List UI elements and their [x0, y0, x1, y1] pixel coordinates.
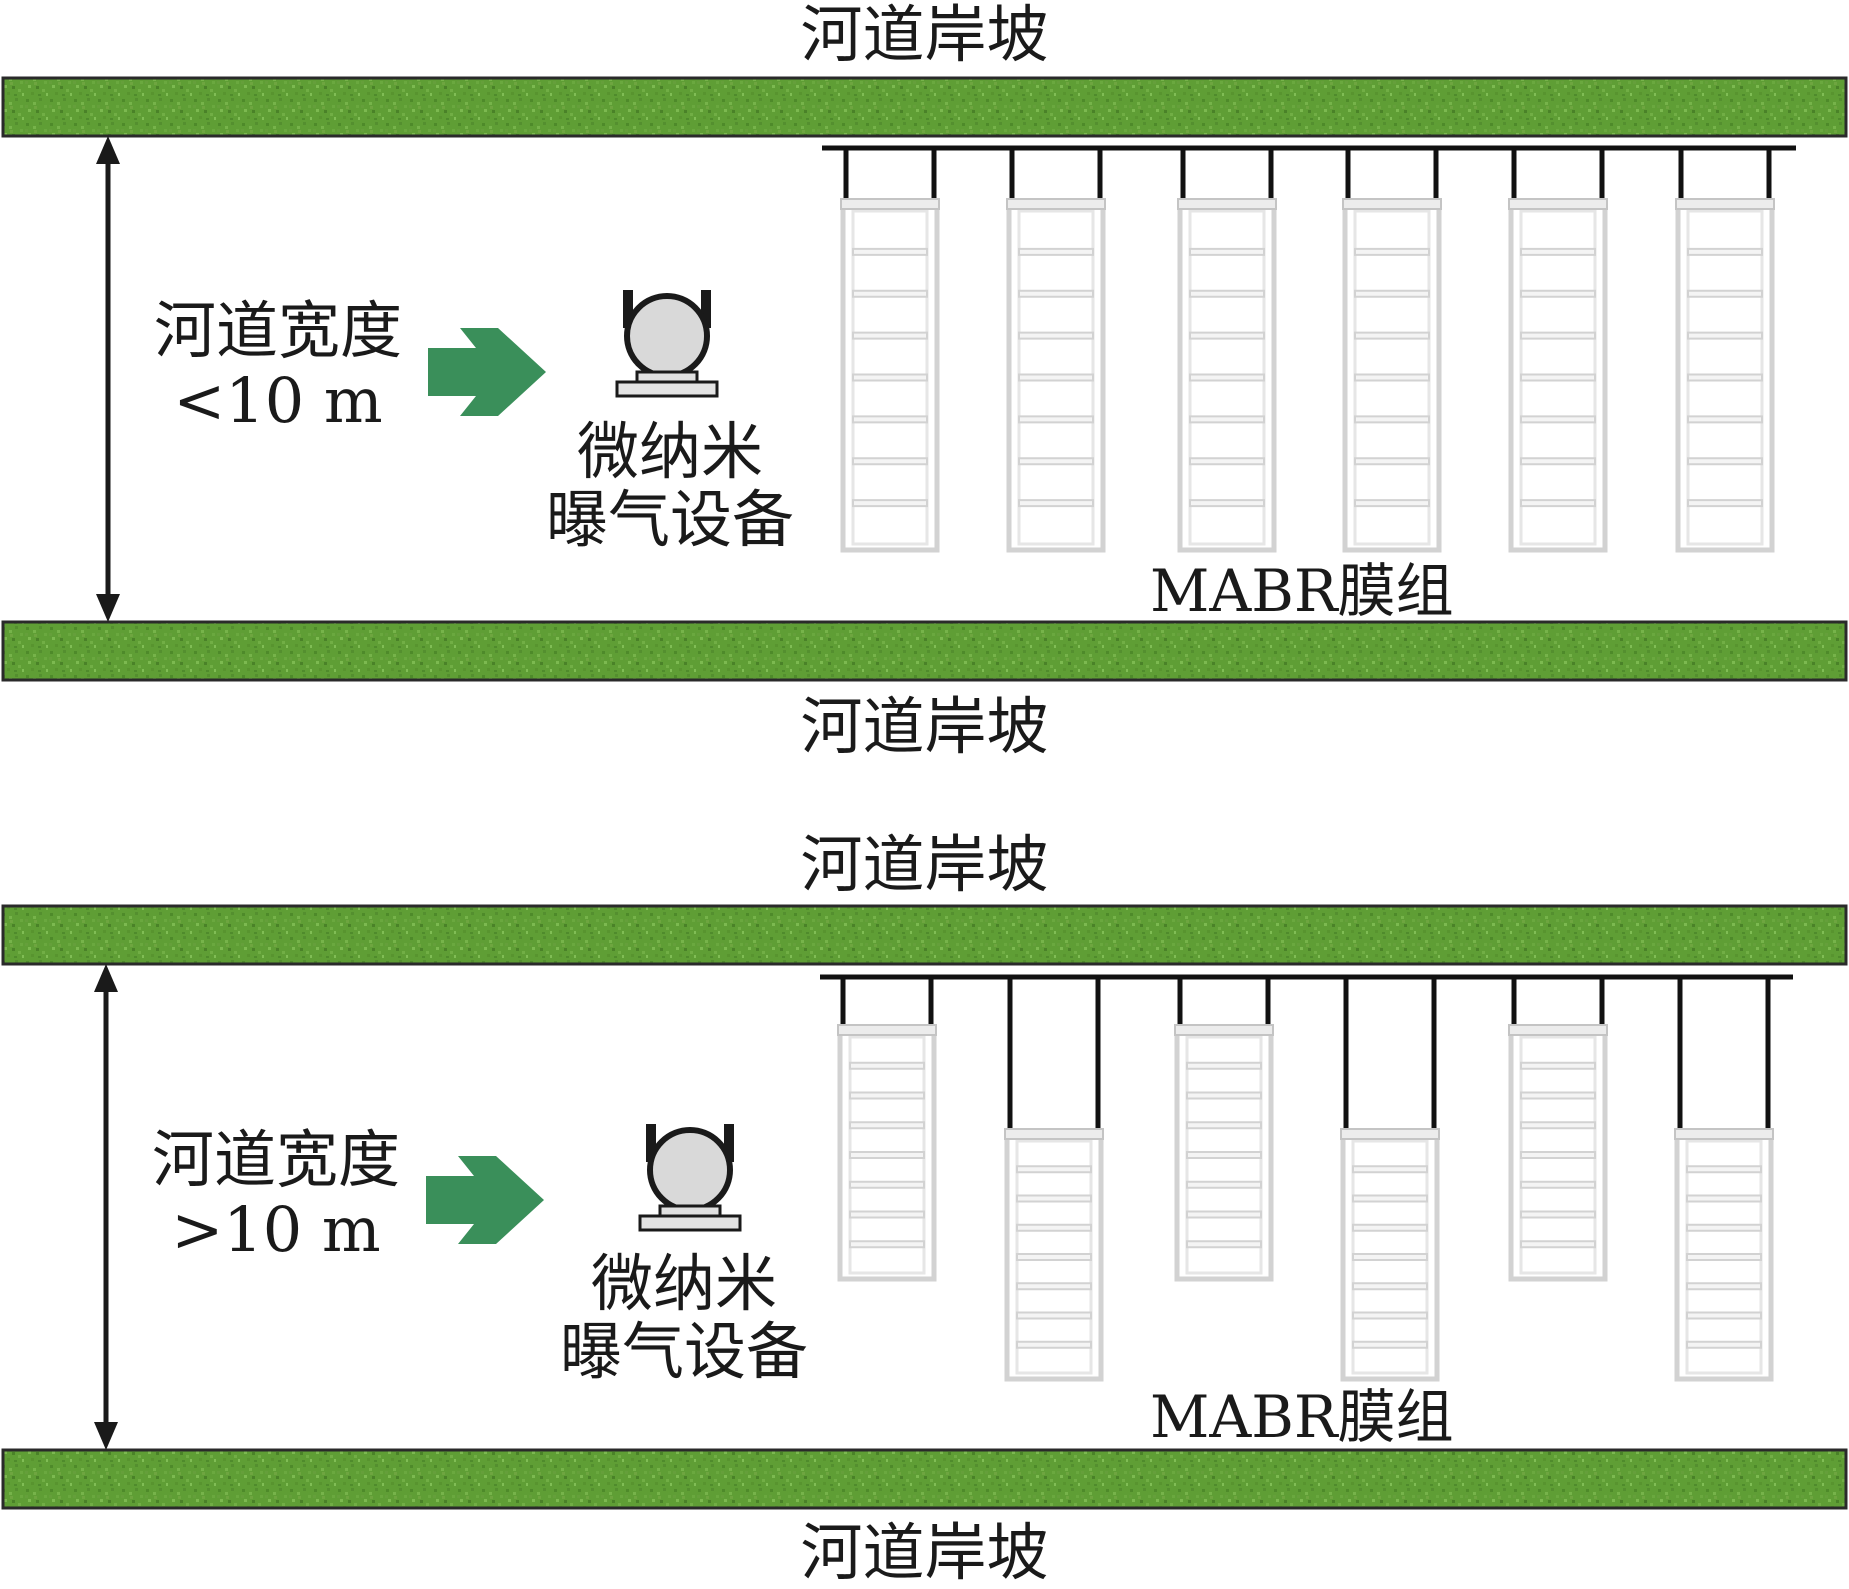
flow-arrow-icon	[428, 328, 546, 416]
mabr-module-array	[822, 145, 1796, 553]
river-width-value: >10 m	[171, 1193, 381, 1266]
mabr-membrane-module	[1174, 1024, 1274, 1282]
mabr-membrane-module	[1508, 1024, 1608, 1282]
river-width-title: 河道宽度	[151, 1123, 400, 1196]
mabr-membrane-module	[1004, 1128, 1104, 1382]
river-bank	[1, 76, 1848, 138]
river-width-arrow	[94, 964, 118, 1450]
diagram-panel-narrow: 河道岸坡 河道岸坡 河道宽度 <10 m 微纳米 曝气设备 MABR膜组	[0, 0, 1849, 790]
aeration-device-label-line1: 微纳米	[576, 415, 763, 488]
aeration-device-label-line2: 曝气设备	[559, 1315, 808, 1388]
river-width-label: 河道宽度 <10 m	[128, 296, 428, 436]
aeration-device-label: 微纳米 曝气设备	[520, 418, 820, 554]
river-scene-wide	[1, 904, 1848, 1510]
river-bank	[1, 620, 1848, 682]
mabr-membrane-module	[1340, 1128, 1440, 1382]
aeration-device-label: 微纳米 曝气设备	[534, 1250, 834, 1386]
mabr-membrane-module	[1177, 198, 1277, 553]
bank-bottom-label: 河道岸坡	[800, 1516, 1049, 1589]
diagram-panel-wide: 河道岸坡 河道岸坡 河道宽度 >10 m 微纳米 曝气设备 MABR膜组	[0, 790, 1849, 1587]
river-scene-narrow	[1, 76, 1848, 682]
bank-top-label: 河道岸坡	[800, 828, 1049, 901]
river-width-title: 河道宽度	[153, 294, 402, 367]
mabr-membrane-module	[840, 198, 940, 553]
mabr-membrane-module	[1508, 198, 1608, 553]
mabr-module-array	[820, 974, 1793, 1382]
river-bank	[1, 1448, 1848, 1510]
aeration-device-label-line1: 微纳米	[590, 1247, 777, 1320]
mabr-module-label: MABR膜组	[1150, 557, 1454, 625]
river-width-value: <10 m	[173, 364, 383, 437]
mabr-membrane-module	[837, 1024, 937, 1282]
mabr-membrane-module	[1342, 198, 1442, 553]
aeration-device-label-line2: 曝气设备	[545, 483, 794, 556]
mabr-membrane-module	[1675, 198, 1775, 553]
mabr-module-label: MABR膜组	[1150, 1383, 1454, 1451]
river-width-label: 河道宽度 >10 m	[126, 1125, 426, 1265]
mabr-membrane-module	[1674, 1128, 1774, 1382]
river-bank	[1, 904, 1848, 966]
bank-top-label: 河道岸坡	[800, 0, 1049, 71]
river-width-arrow	[96, 136, 120, 622]
mabr-membrane-module	[1006, 198, 1106, 553]
aeration-device-icon	[615, 290, 719, 398]
flow-arrow-icon	[426, 1156, 544, 1244]
aeration-device-icon	[638, 1124, 742, 1232]
bank-bottom-label: 河道岸坡	[800, 690, 1049, 763]
